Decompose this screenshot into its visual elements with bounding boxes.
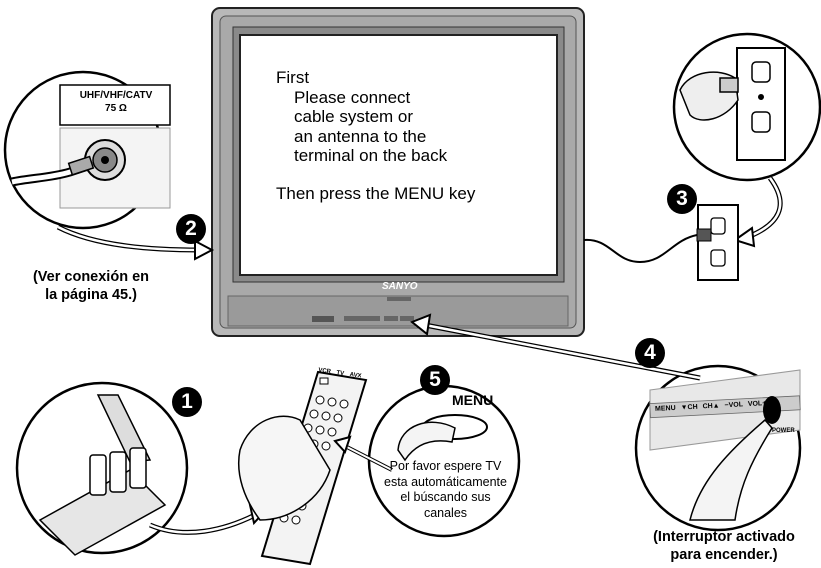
panel-vol-up-label: VOL+ xyxy=(748,400,767,408)
menu-bubble-message: Por favor espere TV esta automáticamente… xyxy=(378,459,513,521)
step-4-badge: 4 xyxy=(635,338,665,368)
antenna-impedance: 75 Ω xyxy=(64,102,168,115)
step-1-badge: 1 xyxy=(172,387,202,417)
bubble-line: esta automáticamente xyxy=(378,475,513,491)
menu-key-label: MENU xyxy=(452,392,493,408)
screen-line: terminal on the back xyxy=(276,146,546,166)
bubble-line: Por favor espere TV xyxy=(378,459,513,475)
remote-label-tv: TV xyxy=(336,370,344,377)
power-cord xyxy=(584,235,697,262)
step-5-badge: 5 xyxy=(420,365,450,395)
tv-brand-logo: SANYO xyxy=(382,281,416,292)
bubble-line: canales xyxy=(378,506,513,522)
tv-screen-message: First Please connect cable system or an … xyxy=(276,68,546,203)
antenna-label-text: UHF/VHF/CATV xyxy=(64,89,168,102)
screen-line: an antenna to the xyxy=(276,127,546,147)
screen-line: First xyxy=(276,68,309,87)
caption-line: para encender.) xyxy=(634,546,814,564)
antenna-terminal-label: UHF/VHF/CATV 75 Ω xyxy=(64,89,168,115)
panel-ch-down-label: ▼CH xyxy=(680,404,697,412)
panel-menu-label: MENU xyxy=(655,405,676,413)
outlet-inset xyxy=(674,34,820,180)
caption-line: (Interruptor activado xyxy=(634,528,814,546)
screen-line: cable system or xyxy=(276,107,546,127)
step-2-badge: 2 xyxy=(176,214,206,244)
step-3-badge: 3 xyxy=(667,184,697,214)
antenna-caption: (Ver conexión en la página 45.) xyxy=(6,268,176,304)
remote-control xyxy=(239,372,366,564)
caption-line: la página 45.) xyxy=(6,286,176,304)
screen-line: Then press the MENU key xyxy=(276,184,475,203)
bubble-line: el búscando sus xyxy=(378,490,513,506)
panel-power-label: POWER xyxy=(772,428,795,434)
power-inset xyxy=(636,366,800,530)
small-outlet xyxy=(697,205,738,280)
panel-vol-down-label: −VOL xyxy=(724,401,743,409)
caption-line: (Ver conexión en xyxy=(6,268,176,286)
panel-ch-up-label: CH▲ xyxy=(702,403,719,411)
screen-line: Please connect xyxy=(276,88,546,108)
power-caption: (Interruptor activado para encender.) xyxy=(634,528,814,564)
